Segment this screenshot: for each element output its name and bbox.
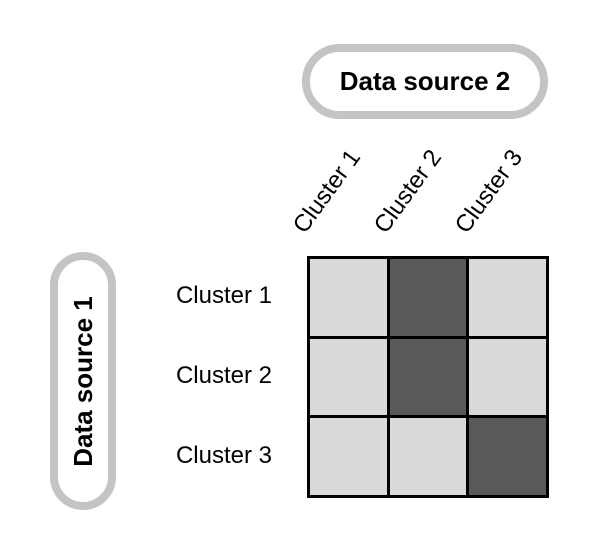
matrix-cell xyxy=(469,418,546,495)
data-source-2-pill: Data source 2 xyxy=(302,44,548,119)
matrix-cell xyxy=(310,418,387,495)
row-label-cluster-3: Cluster 3 xyxy=(175,442,272,469)
data-source-1-label: Data source 1 xyxy=(67,295,98,467)
column-header-cluster-2: Cluster 2 xyxy=(368,144,448,239)
column-header-cluster-3: Cluster 3 xyxy=(449,144,529,239)
matrix-cell xyxy=(469,259,546,336)
matrix-cell xyxy=(469,338,546,416)
matrix-cell xyxy=(389,259,467,336)
column-header-cluster-1: Cluster 1 xyxy=(287,144,367,239)
matrix-cell xyxy=(310,338,387,416)
row-label-cluster-1: Cluster 1 xyxy=(175,282,272,309)
data-source-1-pill: Data source 1 xyxy=(50,252,116,510)
matrix-cell xyxy=(310,259,387,336)
matrix-grid xyxy=(307,256,549,498)
row-label-cluster-2: Cluster 2 xyxy=(175,362,272,389)
matrix-cell xyxy=(389,338,467,416)
matrix-cell xyxy=(389,418,467,495)
data-source-2-label: Data source 2 xyxy=(339,66,511,96)
